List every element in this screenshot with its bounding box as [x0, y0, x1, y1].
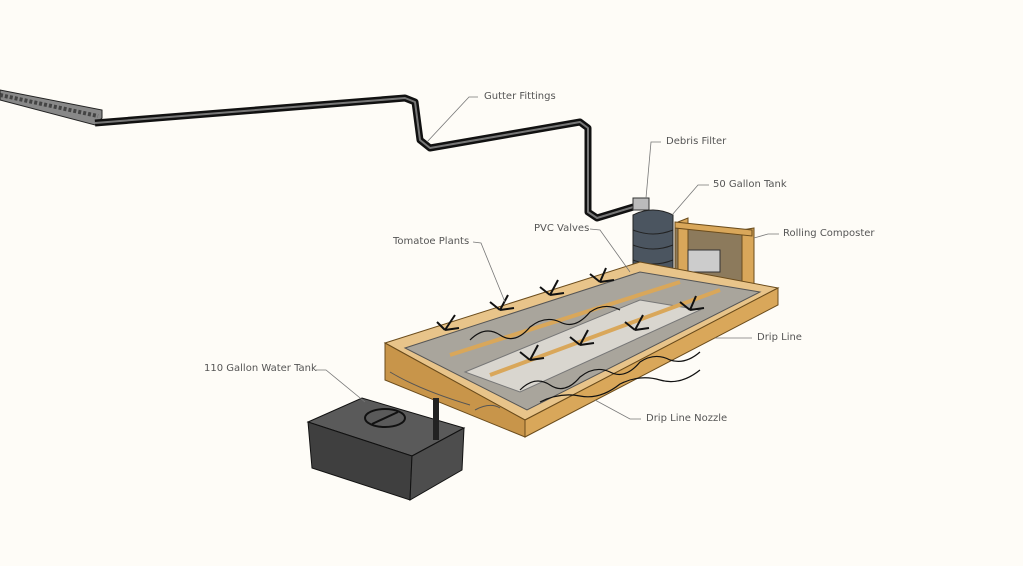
- label-110-gallon-water-tank: 110 Gallon Water Tank: [204, 363, 317, 374]
- tank-110-gallon: [306, 397, 466, 501]
- roof-gutter: [0, 89, 103, 126]
- gutter-fittings-pipe: [94, 94, 642, 222]
- debris-filter: [632, 197, 650, 211]
- label-50-gallon-tank: 50 Gallon Tank: [713, 179, 787, 190]
- label-rolling-composter: Rolling Composter: [783, 228, 875, 239]
- label-debris-filter: Debris Filter: [666, 136, 727, 147]
- label-gutter-fittings: Gutter Fittings: [484, 91, 556, 102]
- tomatoe-plants: [436, 267, 705, 361]
- leader-lines: [316, 96, 779, 420]
- label-tomatoe-plants: Tomatoe Plants: [393, 236, 470, 247]
- label-drip-line: Drip Line: [757, 332, 802, 343]
- label-pvc-valves: PVC Valves: [534, 223, 590, 234]
- label-drip-line-nozzle: Drip Line Nozzle: [646, 413, 728, 424]
- raised-bed: [383, 261, 780, 438]
- drip-lines: [469, 305, 701, 403]
